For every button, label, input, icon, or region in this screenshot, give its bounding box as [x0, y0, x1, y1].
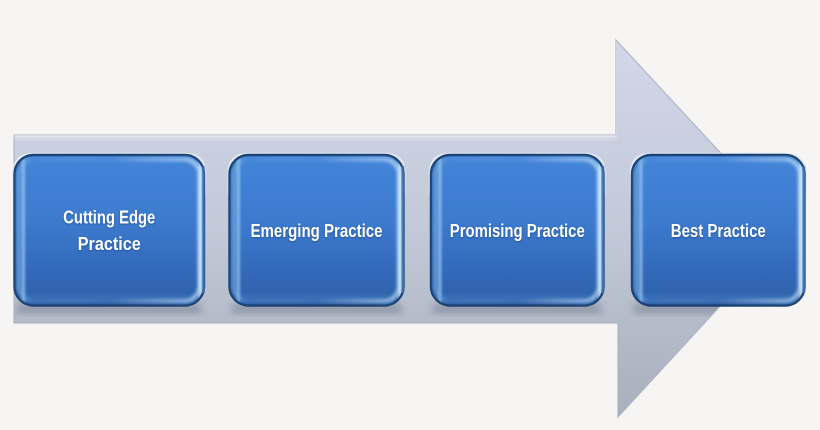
svg-text:Best Practice: Best Practice	[671, 220, 766, 241]
svg-text:Cutting Edge: Cutting Edge	[63, 207, 155, 228]
svg-text:Practice: Practice	[78, 233, 141, 254]
svg-text:Emerging Practice: Emerging Practice	[251, 220, 383, 241]
svg-text:Promising Practice: Promising Practice	[450, 220, 585, 241]
